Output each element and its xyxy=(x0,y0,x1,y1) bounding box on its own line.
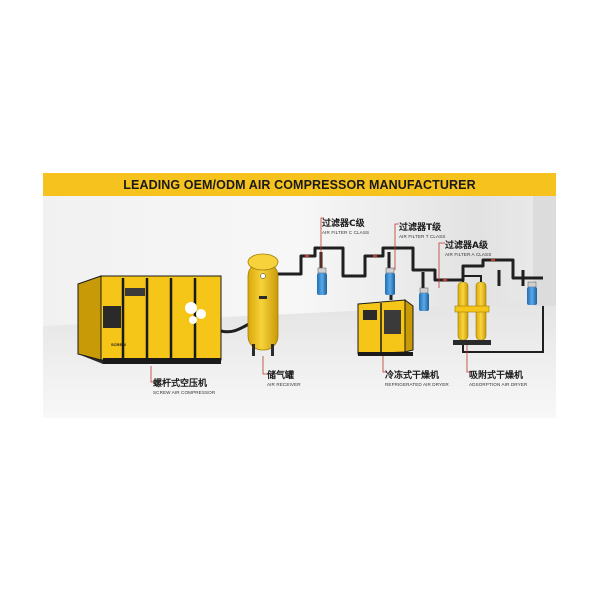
receiver-label: 储气罐 AIR RECEIVER xyxy=(267,368,301,387)
filter-a-label-zh: 过滤器A级 xyxy=(445,241,488,251)
receiver-label-en: AIR RECEIVER xyxy=(267,382,301,387)
filter-a-callout: 过滤器A级 AIR FILTER A CLASS xyxy=(445,238,491,257)
svg-text:SCREW: SCREW xyxy=(111,342,126,347)
adsorption-air-dryer xyxy=(453,275,544,353)
filter-t-label-en: AIR FILTER T CLASS xyxy=(399,234,446,239)
filter-a-label-en: AIR FILTER A CLASS xyxy=(445,252,492,257)
compressor-label-zh: 螺杆式空压机 xyxy=(153,379,208,389)
refrigerated-dryer-label-zh: 冷冻式干燥机 xyxy=(385,371,440,381)
refrigerated-air-dryer xyxy=(357,299,414,356)
compressor-label-en: SCREW AIR COMPRESSOR xyxy=(153,390,216,395)
compressor-label: 螺杆式空压机 SCREW AIR COMPRESSOR xyxy=(153,376,215,395)
title-banner: LEADING OEM/ODM AIR COMPRESSOR MANUFACTU… xyxy=(43,173,556,196)
air-filter-c xyxy=(317,267,327,295)
refrigerated-dryer-label-en: REFRIGERATED AIR DRYER xyxy=(385,382,449,387)
filter-t-label-zh: 过滤器T级 xyxy=(399,223,442,233)
screw-air-compressor: SCREW xyxy=(77,275,222,364)
filter-t-callout: 过滤器T级 AIR FILTER T CLASS xyxy=(399,220,445,239)
banner-title: LEADING OEM/ODM AIR COMPRESSOR MANUFACTU… xyxy=(123,177,476,192)
air-filter-a xyxy=(419,287,429,311)
filter-c-callout: 过滤器C级 AIR FILTER C CLASS xyxy=(322,216,369,235)
process-scene: SCREW xyxy=(43,196,556,418)
air-filter-outlet xyxy=(527,281,537,305)
refrigerated-dryer-label: 冷冻式干燥机 REFRIGERATED AIR DRYER xyxy=(385,368,449,387)
air-filter-t xyxy=(385,267,395,295)
filter-c-label-en: AIR FILTER C CLASS xyxy=(322,230,370,235)
process-diagram: SCREW xyxy=(43,196,556,418)
adsorption-dryer-label-zh: 吸附式干燥机 xyxy=(469,371,524,381)
receiver-label-zh: 储气罐 xyxy=(267,371,295,381)
filter-c-label-zh: 过滤器C级 xyxy=(322,219,365,229)
adsorption-dryer-label-en: ADSORPTION AIR DRYER xyxy=(469,382,528,387)
adsorption-dryer-label: 吸附式干燥机 ADSORPTION AIR DRYER xyxy=(469,368,527,387)
air-receiver-tank xyxy=(247,253,279,356)
